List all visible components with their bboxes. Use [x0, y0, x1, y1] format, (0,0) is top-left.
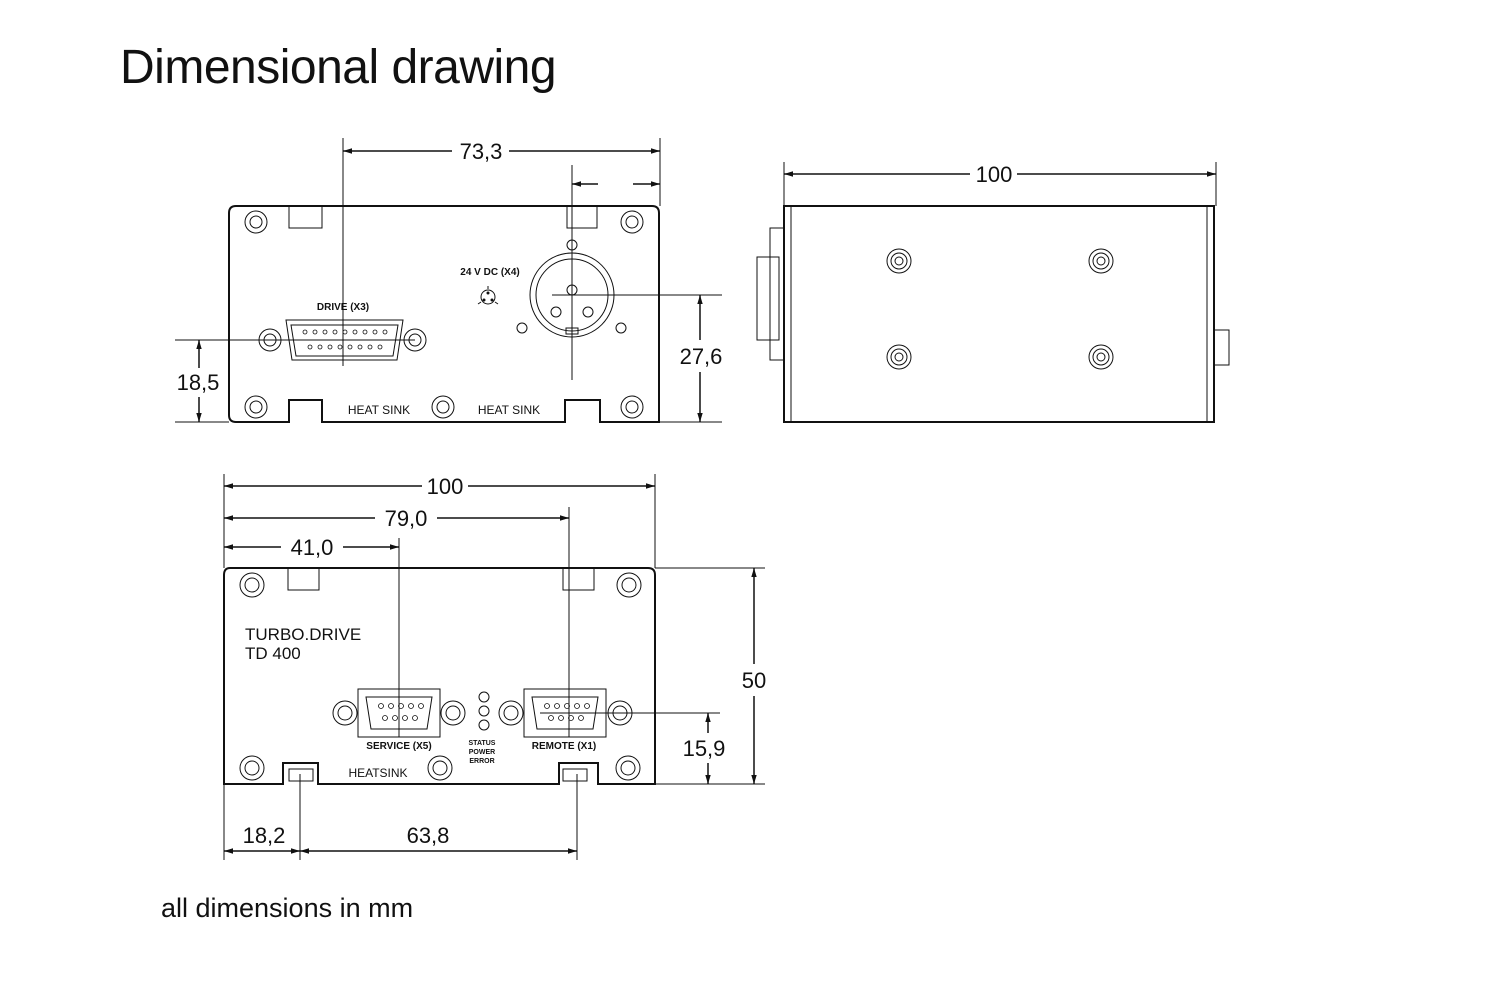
service-connector — [332, 688, 466, 738]
led-error-label: ERROR — [469, 758, 494, 765]
dimension-18-2-63-8: 18,2 63,8 — [223, 774, 578, 860]
dimension-73-3: 73,3 — [342, 138, 661, 366]
side-screws — [886, 248, 1114, 370]
service-label: SERVICE (X5) — [366, 741, 431, 752]
led-status-label: STATUS — [469, 740, 496, 747]
front-tab-right — [566, 205, 598, 229]
front-tab-left — [288, 205, 323, 229]
side-rear-tab — [1213, 329, 1230, 366]
front-view: DRIVE (X3) 24 V DC (X4) HEAT SINK HEAT S… — [175, 138, 723, 423]
dim-label-41-0: 41,0 — [291, 535, 334, 560]
dimension-27-6: 27,6 — [552, 294, 723, 423]
heatsink-label-left: HEAT SINK — [348, 403, 410, 417]
units-note: all dimensions in mm — [161, 893, 414, 923]
side-housing — [783, 205, 1215, 423]
dim-label-18-2: 18,2 — [243, 823, 286, 848]
page-title: Dimensional drawing — [120, 41, 557, 94]
side-view: 100 — [756, 162, 1230, 423]
product-name: TURBO.DRIVE — [245, 625, 361, 644]
heatsink-label-right: HEAT SINK — [478, 403, 540, 417]
panel-view: TURBO.DRIVE TD 400 SERVICE (X5) STATUS P… — [223, 474, 766, 860]
panel-housing — [223, 567, 656, 785]
dimension-50: 50 — [655, 567, 766, 785]
dim-label-100-top: 100 — [427, 474, 464, 499]
dimension-100-side: 100 — [783, 162, 1217, 206]
dim-label-79-0: 79,0 — [385, 506, 428, 531]
status-leds — [478, 691, 490, 731]
dimension-xlr-offset — [571, 165, 660, 380]
heatsink-label: HEATSINK — [348, 766, 407, 780]
panel-screws — [239, 572, 642, 781]
front-screws — [244, 210, 644, 419]
side-connector-stub — [756, 256, 780, 341]
power-label: 24 V DC (X4) — [460, 267, 519, 278]
dim-label-50: 50 — [742, 668, 766, 693]
dim-label-27-6: 27,6 — [680, 344, 723, 369]
dim-label-100-side: 100 — [976, 162, 1013, 187]
led-power-label: POWER — [469, 749, 495, 756]
dim-label-18-5: 18,5 — [177, 370, 220, 395]
dimension-18-5: 18,5 — [175, 339, 415, 423]
dim-label-73-3: 73,3 — [460, 139, 503, 164]
remote-label: REMOTE (X1) — [532, 741, 596, 752]
dim-label-63-8: 63,8 — [407, 823, 450, 848]
dim-label-15-9: 15,9 — [683, 736, 726, 761]
dimension-41-0: 41,0 — [224, 535, 400, 737]
dimension-79-0: 79,0 — [224, 506, 570, 737]
dimension-100-top: 100 — [223, 474, 656, 568]
front-housing — [228, 205, 660, 423]
product-model: TD 400 — [245, 644, 301, 663]
pinout-icon — [477, 286, 499, 305]
dimension-15-9: 15,9 — [540, 712, 726, 784]
